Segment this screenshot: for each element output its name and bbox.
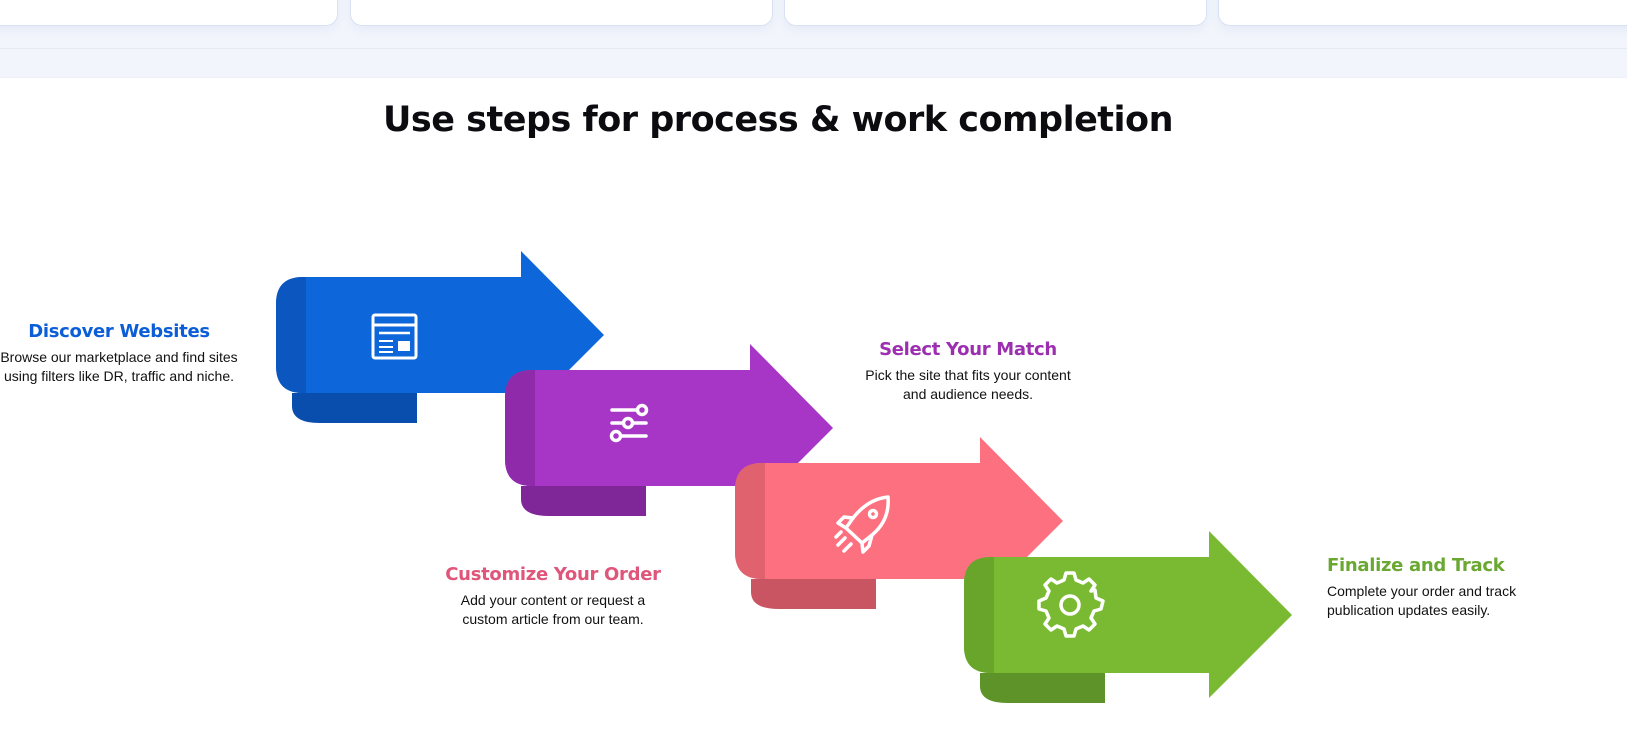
feature-card-4[interactable] xyxy=(1218,0,1627,26)
feature-card-3[interactable] xyxy=(784,0,1207,26)
gear-icon xyxy=(1037,571,1105,638)
band-divider xyxy=(0,48,1627,49)
step-description: Pick the site that fits your content and… xyxy=(865,367,1071,402)
step-description: Add your content or request a custom art… xyxy=(460,592,646,627)
step-discover: Discover Websites Browse our marketplace… xyxy=(0,321,238,386)
step-arrow-finalize xyxy=(964,531,1292,703)
section-title: Use steps for process & work completion xyxy=(382,100,1174,140)
step-finalize: Finalize and Track Complete your order a… xyxy=(1327,555,1547,620)
step-description: Browse our marketplace and find sites us… xyxy=(0,349,238,384)
feature-card-2[interactable] xyxy=(350,0,773,26)
feature-card-1[interactable] xyxy=(0,0,338,26)
step-title: Finalize and Track xyxy=(1327,555,1505,576)
browser-window-icon xyxy=(371,313,418,360)
step-title: Customize Your Order xyxy=(445,564,661,585)
sliders-icon xyxy=(609,403,649,443)
step-select: Select Your Match Pick the site that fit… xyxy=(858,339,1078,404)
step-title: Select Your Match xyxy=(879,339,1057,360)
step-title: Discover Websites xyxy=(28,321,210,342)
step-description: Complete your order and track publicatio… xyxy=(1327,583,1517,618)
rocket-icon xyxy=(834,495,890,554)
step-customize: Customize Your Order Add your content or… xyxy=(440,564,666,629)
